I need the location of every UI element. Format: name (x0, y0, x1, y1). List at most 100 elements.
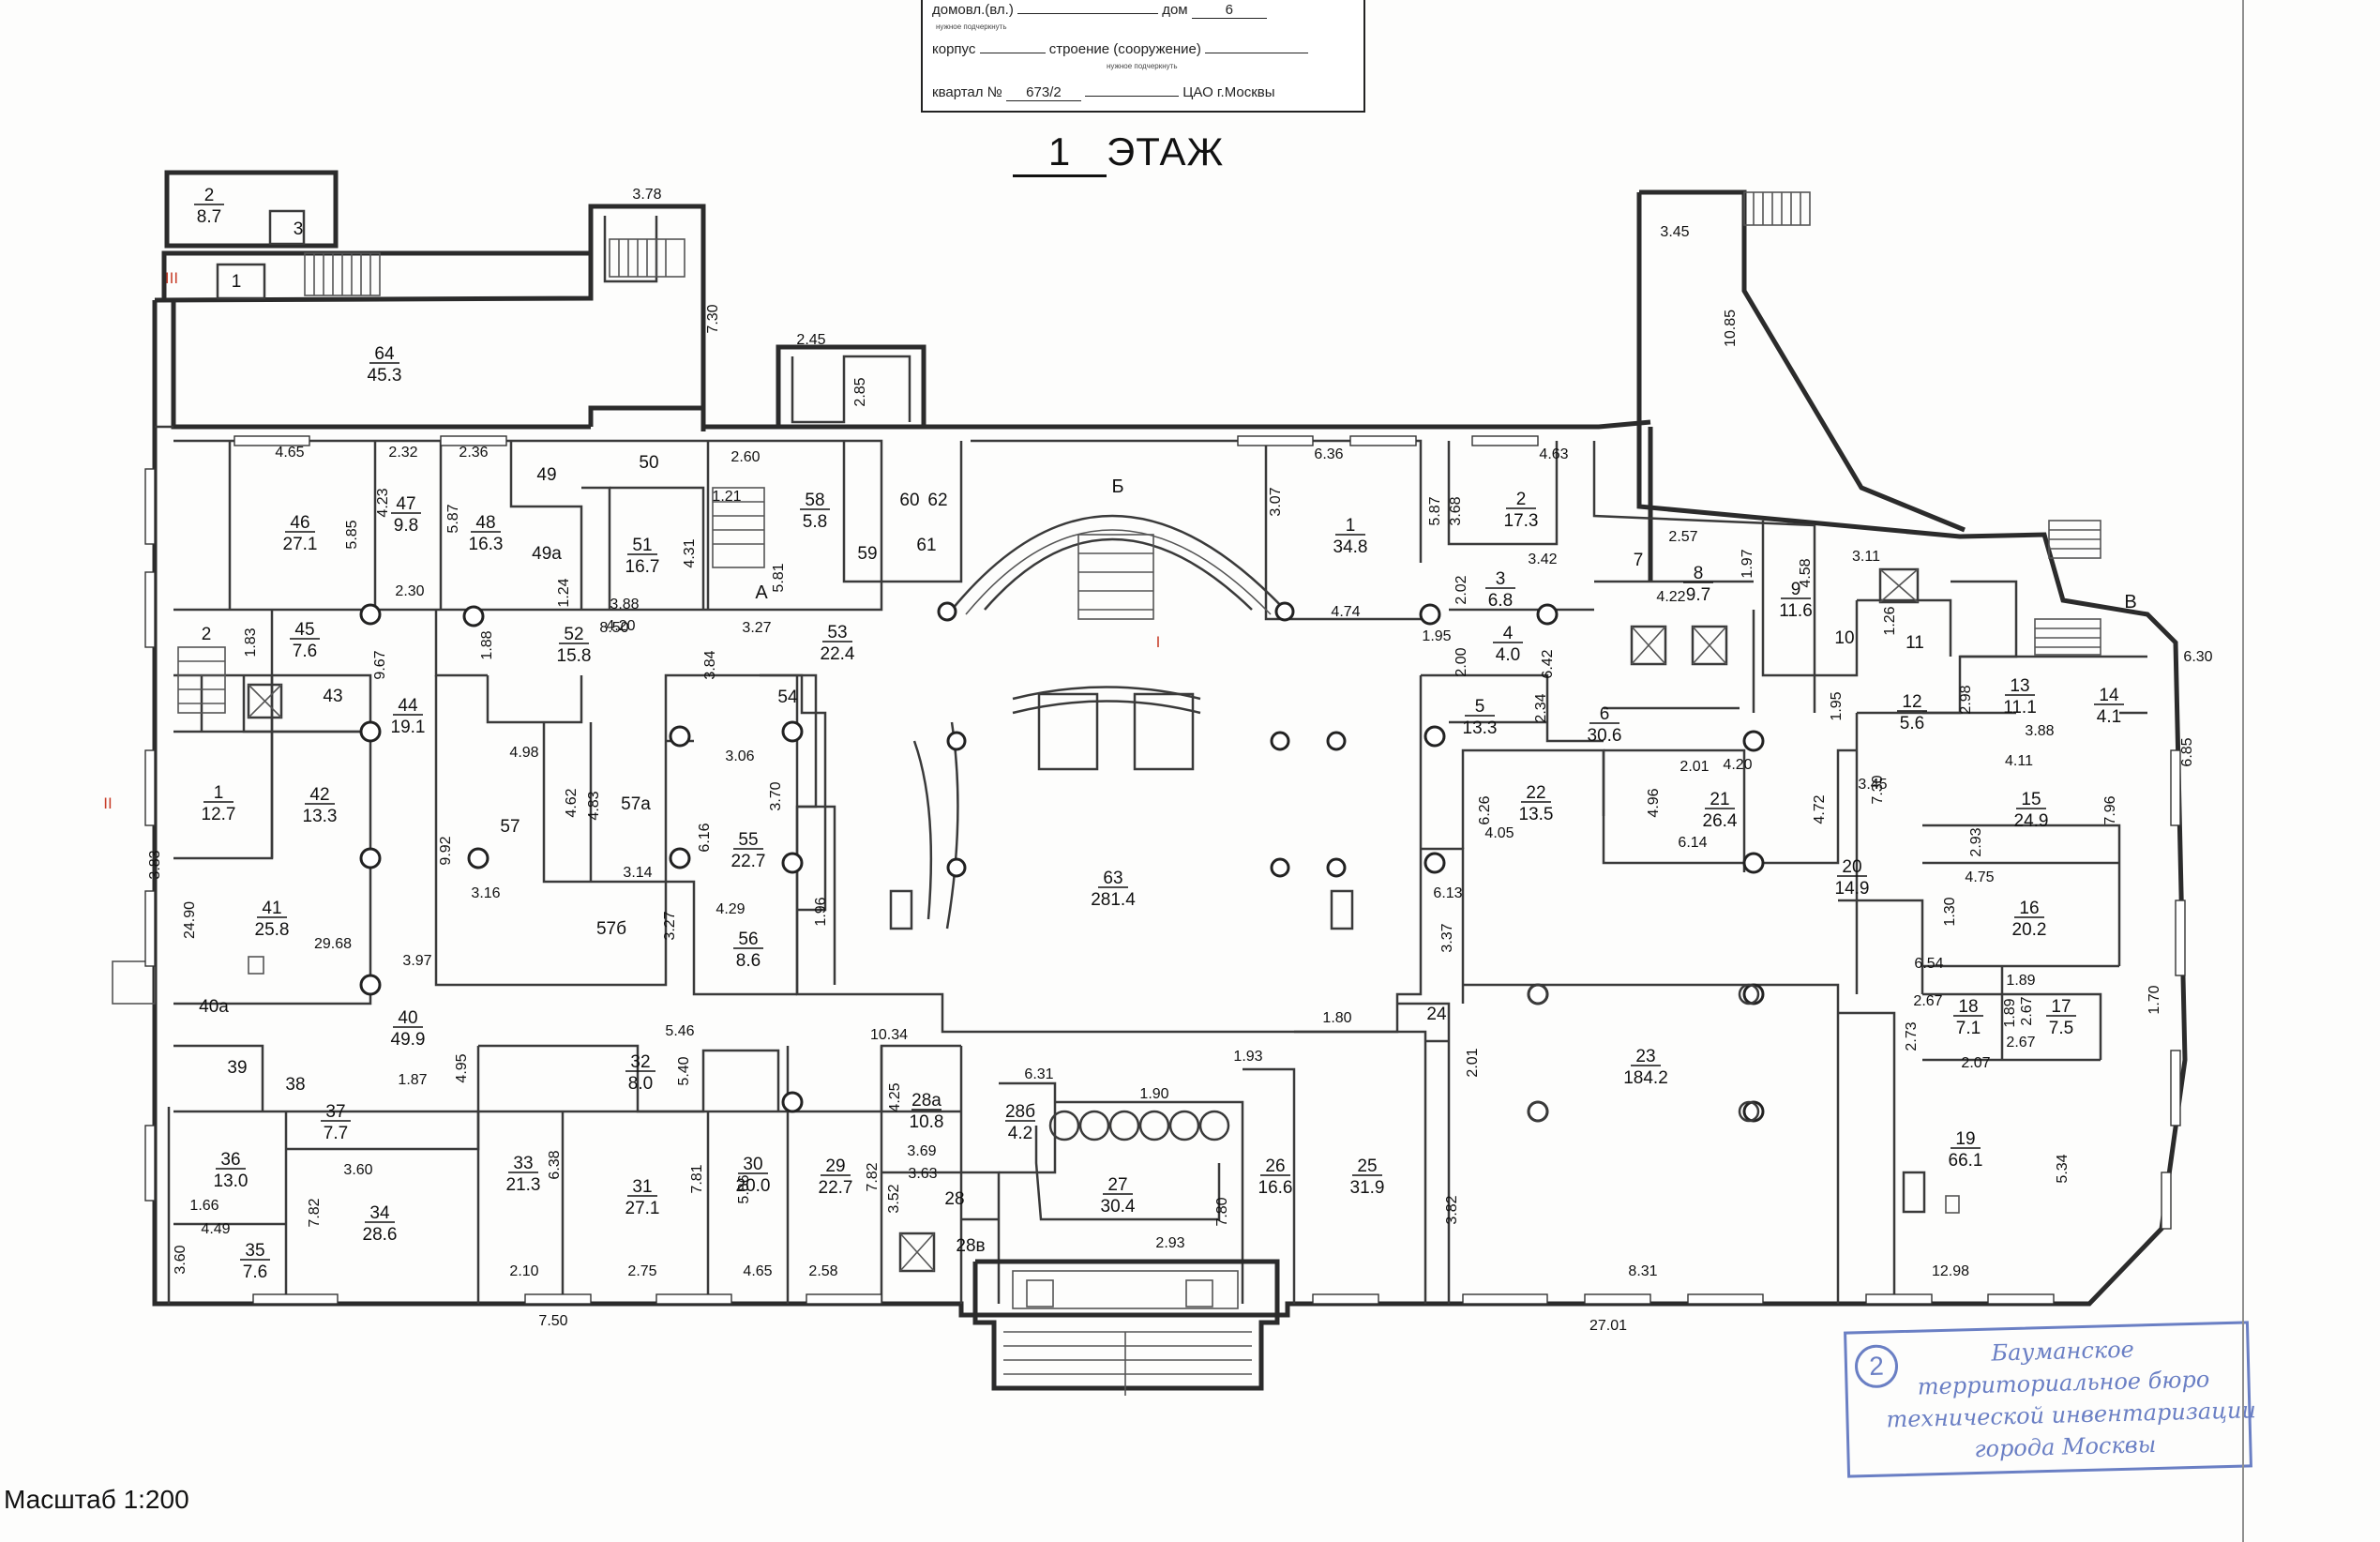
dimension-label: 2.67 (1913, 993, 1942, 1009)
room-number: 28б (1005, 1102, 1035, 1122)
room-number: 9 (1791, 580, 1801, 599)
dimension-label: 1.88 (479, 630, 495, 659)
dimension-label: 2.00 (1454, 647, 1469, 676)
room-number: 58 (805, 491, 824, 510)
dimension-label: 1.89 (2002, 998, 2018, 1027)
dimension-label: 2.67 (2019, 996, 2035, 1025)
dimension-label: 3.52 (886, 1184, 902, 1213)
room-area: 31.9 (1350, 1178, 1385, 1198)
dimension-label: 2.85 (852, 377, 868, 406)
room-number: 4 (1503, 624, 1514, 643)
dimension-label: 4.75 (1965, 869, 1994, 885)
dimension-label: 6.42 (1540, 649, 1556, 678)
dimension-label: 4.23 (375, 488, 391, 517)
room-area: 22.7 (731, 852, 766, 871)
scale-label: Масштаб 1:200 (4, 1485, 189, 1514)
dimension-label: 8.31 (1628, 1263, 1657, 1279)
room-label: 513.3 (1463, 697, 1498, 738)
dimension-label: 4.20 (606, 618, 635, 634)
room-area: 7.7 (324, 1124, 348, 1143)
room-label: 57б (596, 919, 626, 939)
room-label: 43 (323, 687, 342, 706)
room-area: 27.1 (625, 1199, 660, 1218)
room-label: 177.5 (2046, 997, 2076, 1038)
room-number: 57б (596, 919, 626, 939)
dimension-label: 3.68 (1448, 496, 1464, 525)
header-hint-1: нужное подчеркнуть (936, 23, 1007, 31)
room-number: 23 (1635, 1047, 1655, 1066)
room-number: 24 (1426, 1005, 1447, 1024)
room-area: 13.3 (1463, 718, 1498, 738)
room-number: 54 (777, 688, 798, 707)
room-number: 37 (325, 1102, 345, 1122)
room-area: 14.9 (1835, 879, 1870, 899)
dimension-label: 4.98 (509, 745, 538, 761)
room-number: 27 (1107, 1175, 1127, 1195)
header-row-2: корпус строение (сооружение) (932, 41, 1354, 57)
room-label: 57 (500, 817, 520, 837)
room-number: 8 (1694, 564, 1704, 583)
header-hint-2: нужное подчеркнуть (1107, 62, 1178, 70)
room-area: 184.2 (1623, 1068, 1668, 1088)
dimension-label: 6.16 (697, 823, 713, 852)
room-area: 281.4 (1091, 890, 1136, 910)
room-number: 35 (245, 1241, 264, 1261)
room-number: 17 (2051, 997, 2071, 1017)
room-number: 18 (1958, 997, 1978, 1017)
room-area: 5.8 (803, 512, 827, 532)
dimension-label: 2.57 (1668, 529, 1697, 545)
room-area: 8.6 (736, 951, 761, 971)
dimension-label: 1.26 (1882, 606, 1898, 635)
dimension-label: 4.31 (682, 538, 698, 567)
dimension-label: 1.70 (2147, 985, 2162, 1014)
dimension-label: 24.90 (182, 901, 198, 939)
dimension-label: 3.88 (610, 597, 639, 612)
room-area: 24.9 (2014, 811, 2049, 831)
dimension-label: 3.11 (1852, 549, 1880, 565)
room-area: 15.8 (557, 646, 592, 666)
dimension-label: 8.50 (599, 620, 628, 636)
dimension-label: 9.92 (438, 836, 454, 865)
header-kvartal-label: квартал № (932, 84, 1002, 100)
room-number: 28в (956, 1236, 985, 1256)
dimension-label: 3.82 (1444, 1195, 1460, 1224)
header-row-3: квартал № 673/2 ЦАО г.Москвы (932, 84, 1354, 101)
room-number: 62 (927, 491, 947, 510)
dimension-label: 3.45 (1660, 224, 1689, 240)
dimension-label: 2.07 (1961, 1055, 1990, 1071)
room-number: 28 (944, 1189, 964, 1209)
room-number: 21 (1710, 790, 1729, 809)
dimension-label: 3.37 (1439, 923, 1455, 952)
dimension-label: 1.95 (1829, 691, 1845, 720)
room-label: 125.6 (1897, 692, 1927, 733)
stair-letter-v: В (2124, 592, 2136, 612)
room-area: 12.7 (202, 805, 236, 824)
room-area: 6.8 (1488, 591, 1513, 611)
dimension-label: 1.21 (712, 489, 741, 505)
dimension-label: 1.66 (189, 1198, 218, 1214)
dimension-label: 1.30 (1942, 897, 1958, 926)
room-area: 22.7 (819, 1178, 853, 1198)
dimension-label: 4.65 (275, 445, 304, 461)
dimension-label: 2.36 (459, 445, 488, 461)
dimension-label: 1.90 (1139, 1086, 1168, 1102)
dimension-label: 6.85 (2179, 737, 2195, 766)
room-label: 357.6 (240, 1241, 270, 1282)
stamp-line-3: технической инвентаризации (1886, 1397, 2257, 1433)
room-area: 8.7 (197, 207, 221, 227)
room-label: 59 (857, 544, 877, 564)
room-number: 46 (290, 513, 309, 533)
dimension-label: 1.97 (1740, 549, 1755, 578)
dimension-label: 2.73 (1904, 1021, 1920, 1051)
room-number: 25 (1357, 1156, 1377, 1176)
